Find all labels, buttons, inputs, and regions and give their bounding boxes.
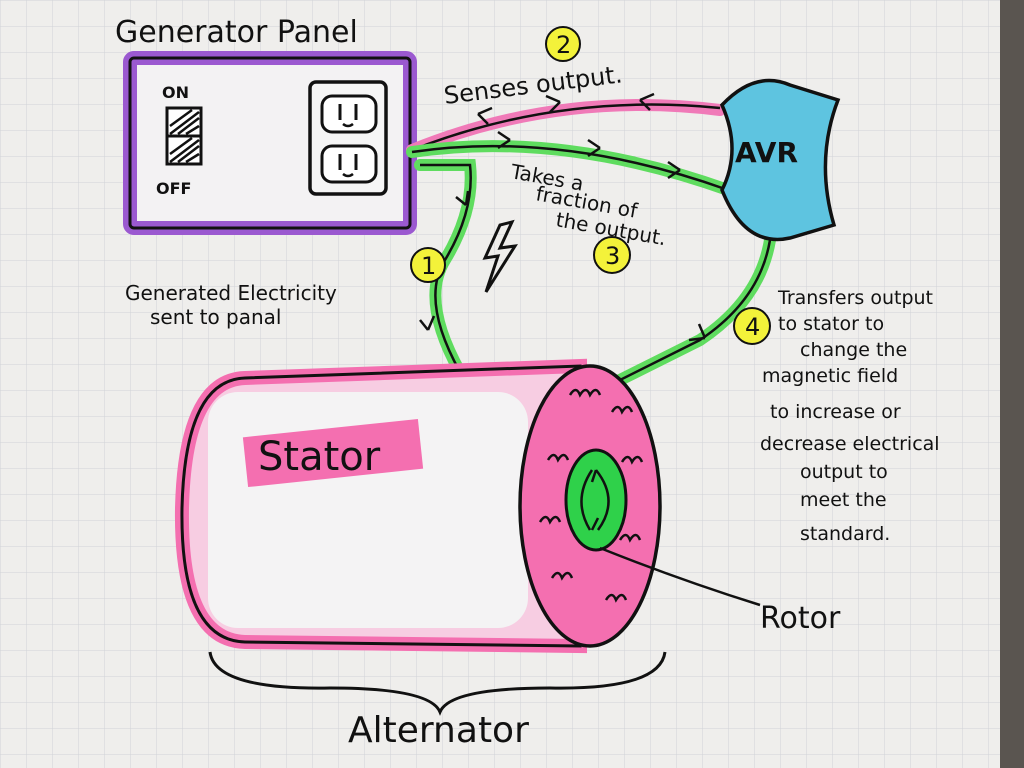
step-1-line-1: Generated Electricity — [125, 281, 337, 305]
stator-label: Stator — [258, 434, 381, 480]
switch-off-label: OFF — [156, 179, 191, 198]
step-4-number: 4 — [745, 313, 760, 341]
feedback-wire — [606, 234, 776, 390]
step-4-line-9: standard. — [800, 523, 890, 545]
step-4-line-1: Transfers output — [777, 287, 933, 309]
desk-edge — [1000, 0, 1024, 768]
panel-title: Generator Panel — [115, 15, 358, 50]
lightning-bolt-icon — [482, 219, 518, 293]
step-1: 1 Generated Electricity sent to panal — [125, 247, 446, 329]
coil-icon — [538, 388, 644, 603]
sensing-wire — [406, 92, 726, 156]
generator-panel: ON OFF — [123, 51, 417, 235]
step-2-number: 2 — [556, 31, 571, 59]
step-2-badge — [545, 26, 581, 62]
step-1-badge — [410, 247, 446, 283]
stator-cylinder: Stator — [174, 358, 662, 654]
avr-label: AVR — [735, 136, 798, 169]
step-1-number: 1 — [421, 252, 436, 280]
step-4-line-5: to increase or — [770, 401, 901, 423]
step-4-line-8: meet the — [800, 489, 887, 511]
alternator-label: Alternator — [348, 710, 529, 751]
toggle-switch-icon — [165, 106, 203, 166]
stator-label-highlight — [242, 418, 424, 488]
step-4: 4 Transfers output to stator to change t… — [733, 287, 940, 545]
rotor — [564, 448, 628, 552]
step-4-line-3: change the — [800, 339, 907, 361]
step-1-line-2: sent to panal — [150, 305, 281, 329]
step-4-badge — [733, 307, 771, 345]
avr-module: AVR — [719, 78, 841, 242]
rotor-pointer — [599, 546, 761, 607]
step-4-line-4: magnetic field — [762, 365, 898, 387]
switch-on-label: ON — [162, 83, 189, 102]
step-4-line-6: decrease electrical — [760, 433, 940, 455]
rotor-label: Rotor — [760, 601, 841, 636]
power-outlet-icon — [308, 80, 388, 196]
step-3-number: 3 — [605, 242, 620, 270]
step-4-line-2: to stator to — [778, 313, 884, 335]
step-3-badge — [593, 236, 631, 274]
fraction-wire — [406, 130, 734, 196]
step-4-line-7: output to — [800, 461, 888, 483]
alternator-brace — [208, 651, 667, 716]
